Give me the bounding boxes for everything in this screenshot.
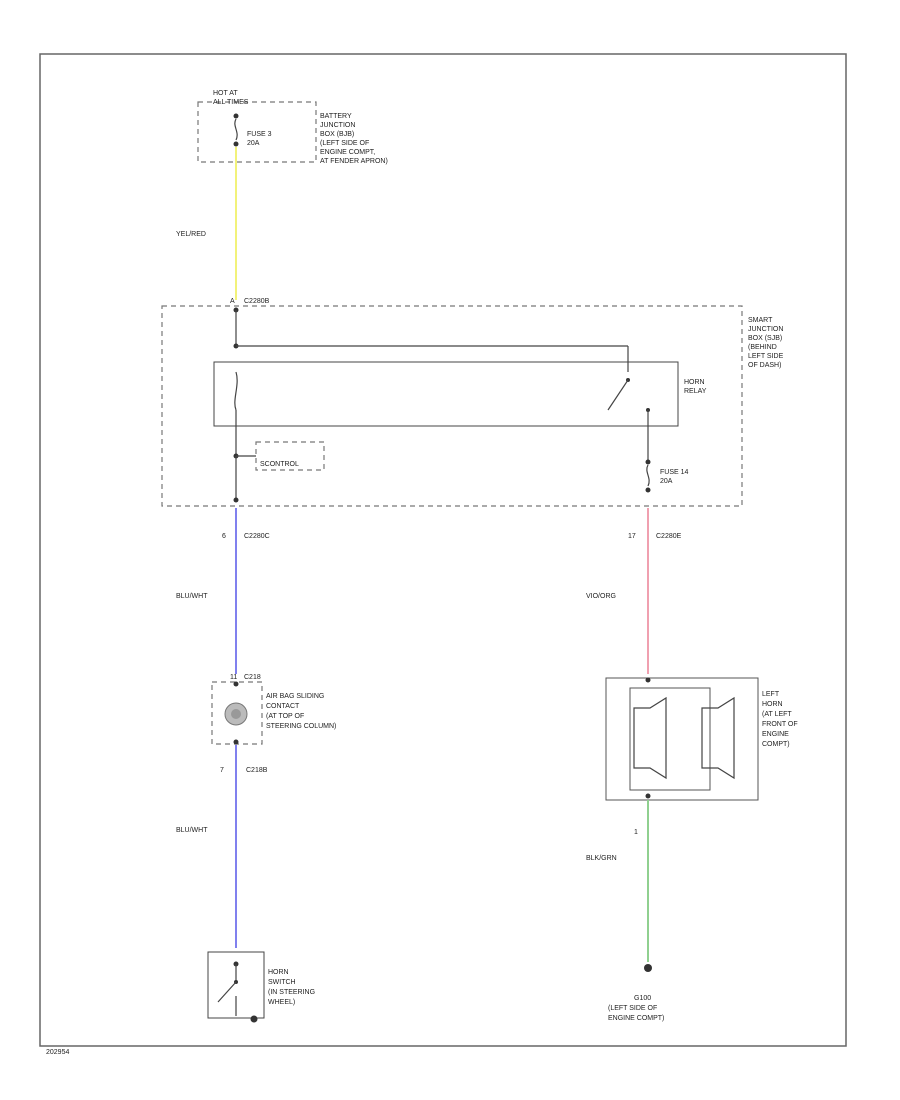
fuse3-bottom-terminal [233,141,239,147]
fuse14-label-line2: 20A [660,478,673,485]
horn-pin: 1 [634,829,638,836]
horn-desc-line: FRONT OF [762,721,798,728]
horn-switch-desc-line: SWITCH [268,979,296,986]
hot-at-label-line2: ALL TIMES [213,99,249,106]
horn-switch-outline [207,951,265,1019]
wire-label-vio-org: VIO/ORG [586,593,616,600]
diagram-frame [39,53,847,1047]
clockspring-icon-core [231,709,241,719]
fuse14-label-line1: FUSE 14 [660,469,689,476]
battery-box-desc-line: (LEFT SIDE OF [320,140,369,147]
clockspring-top-terminal [233,681,239,687]
horn-switch-desc-line: WHEEL) [268,999,295,1006]
battery-box-desc-line: ENGINE COMPT, [320,149,375,156]
relay-coil [234,371,238,411]
ground-desc-line: ENGINE COMPT) [608,1015,664,1022]
horn-desc-line: COMPT) [762,741,790,748]
clockspring-desc-line: (AT TOP OF [266,713,304,720]
horn-speaker-icon [701,696,735,780]
battery-box-outline [197,101,317,163]
horn-speaker-icon [633,696,667,780]
fuse3-label-line2: 20A [247,140,260,147]
scontrol-box [255,441,325,471]
fuse3-label-line1: FUSE 3 [247,131,272,138]
smart-junction-box: A C2280B HORN RELAY SCONTROL FUSE 14 20A… [161,298,784,507]
horn-relay-label-line2: RELAY [684,388,707,395]
sjb-desc-line: LEFT SIDE [748,353,784,360]
clockspring-top-pin: 11 [230,674,237,681]
sjb-desc-line: JUNCTION [748,326,783,333]
horn-bottom-terminal [645,793,651,799]
fuse14-symbol [646,464,650,487]
battery-box-desc-line: BOX (BJB) [320,131,354,138]
clockspring-bottom-connector: C218B [246,767,268,774]
fuse14-bottom-terminal [645,487,651,493]
horn-switch-arm [217,981,237,1003]
clockspring-desc-line: CONTACT [266,703,300,710]
diagram-code: 202954 [46,1049,69,1056]
fuse3-symbol [234,118,238,141]
sjb-desc-line: SMART [748,317,773,324]
ground-g100: G100 (LEFT SIDE OF ENGINE COMPT) [608,964,664,1022]
battery-junction-box: HOT AT ALL TIMES FUSE 3 20A BATTERY JUNC… [197,90,388,165]
horn-outer-box [605,677,759,801]
wire-label-blk-grn: BLK/GRN [586,855,617,862]
connector-right-name: C2280E [656,533,682,540]
clockspring-desc-line: AIR BAG SLIDING [266,693,324,700]
fuse3-top-terminal [233,113,239,119]
sjb-outline [161,305,743,507]
battery-box-desc-line: JUNCTION [320,122,355,129]
battery-box-desc-line: AT FENDER APRON) [320,158,388,165]
left-horn: LEFT HORN (AT LEFT FRONT OF ENGINE COMPT… [605,677,798,801]
clockspring-desc-line: STEERING COLUMN) [266,723,336,730]
sjb-desc-line: OF DASH) [748,362,781,369]
horn-top-terminal [645,677,651,683]
ground-name: G100 [634,995,651,1002]
horn-switch: HORN SWITCH (IN STEERING WHEEL) [207,951,315,1023]
sjb-desc-line: BOX (SJB) [748,335,782,342]
clockspring: 11 C218 AIR BAG SLIDING CONTACT (AT TOP … [211,674,336,745]
connector-left-name: C2280C [244,533,270,540]
clockspring-bottom-terminal [233,739,239,745]
horn-relay-outline [213,361,679,427]
ground-desc-line: (LEFT SIDE OF [608,1005,657,1012]
connector-right-pin: 17 [628,533,636,540]
relay-switch-arm [607,379,629,411]
horn-switch-desc-line: HORN [268,969,289,976]
horn-desc-line: ENGINE [762,731,789,738]
horn-inner-box [629,687,711,791]
clockspring-bottom-pin: 7 [220,767,224,774]
sjb-top-connector: C2280B [244,298,270,305]
horn-switch-desc-line: (IN STEERING [268,989,315,996]
fuse14-top-terminal [645,459,651,465]
wire-label-blu-wht-lower: BLU/WHT [176,827,208,834]
horn-desc-line: (AT LEFT [762,711,792,718]
scontrol-label: SCONTROL [260,461,299,468]
clockspring-top-connector: C218 [244,674,261,681]
sjb-desc-line: (BEHIND [748,344,777,351]
horn-desc-line: LEFT [762,691,780,698]
wire-label-yel-red: YEL/RED [176,231,206,238]
horn-switch-ground-icon [250,1015,258,1023]
horn-desc-line: HORN [762,701,783,708]
wire-label-blu-wht-upper: BLU/WHT [176,593,208,600]
connector-left-pin: 6 [222,533,226,540]
sjb-left-terminal [233,497,239,503]
horn-relay-label-line1: HORN [684,379,705,386]
hot-at-label-line1: HOT AT [213,90,238,97]
battery-box-desc-line: BATTERY [320,113,352,120]
ground-icon [644,964,652,972]
sjb-top-connector-pin: A [230,298,235,305]
